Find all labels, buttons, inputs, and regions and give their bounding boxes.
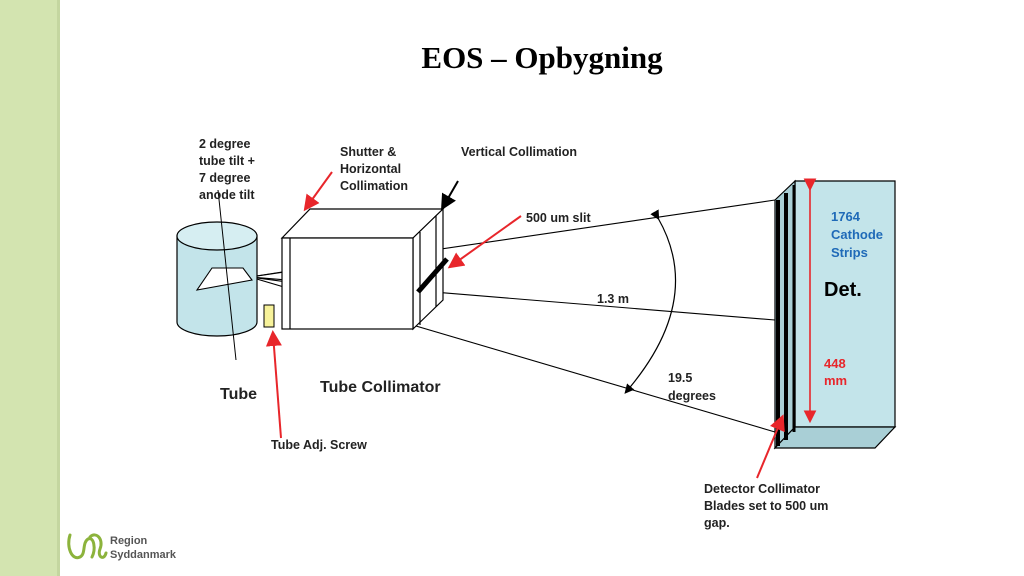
distance-label: 1.3 m — [597, 292, 629, 306]
region-syddanmark-logo: Region Syddanmark — [67, 533, 176, 561]
detector-collimator-arrow — [756, 414, 785, 479]
cathode-label: Strips — [831, 245, 868, 260]
detector — [773, 178, 897, 450]
x-ray-tube — [176, 189, 275, 361]
detector-collimator-label: Blades set to 500 um — [704, 499, 828, 513]
angle-label: 19.5 — [668, 371, 692, 385]
slide-title: EOS – Opbygning — [421, 40, 663, 75]
tube-tilt-label: tube tilt + — [199, 154, 255, 168]
tube-tilt-label: 7 degree — [199, 171, 250, 185]
tube-label: Tube — [220, 386, 257, 403]
tube-tilt-label: 2 degree — [199, 137, 250, 151]
tube-collimator-label: Tube Collimator — [320, 379, 441, 396]
slit-arrow — [447, 215, 522, 269]
tube-top — [176, 221, 258, 251]
shutter-label: Collimation — [340, 179, 408, 193]
anode — [195, 267, 253, 291]
logo-text: Syddanmark — [110, 549, 176, 561]
tube-adj-screw-label: Tube Adj. Screw — [271, 438, 367, 452]
angle-arc — [624, 209, 677, 394]
screw-arrow — [265, 330, 282, 439]
tube-tilt-label: anode tilt — [199, 188, 255, 202]
shutter-label: Horizontal — [340, 162, 401, 176]
slit-label: 500 um slit — [526, 211, 591, 225]
detector-collimator-label: Detector Collimator — [704, 482, 820, 496]
tube-adj-screw — [263, 304, 275, 328]
shutter-arrow — [303, 171, 333, 212]
logo-text: Region — [110, 535, 148, 547]
angle-label: degrees — [668, 389, 716, 403]
detector-label: Det. — [824, 279, 862, 301]
logo-mark-icon — [67, 533, 108, 560]
collimator-front-face — [281, 237, 414, 330]
height-label: mm — [824, 373, 847, 388]
vertical-collimation-label: Vertical Collimation — [461, 145, 577, 159]
shutter-label: Shutter & — [340, 145, 396, 159]
detector-collimator-label: gap. — [704, 516, 730, 530]
cathode-label: 1764 — [831, 209, 861, 224]
red-arrows — [265, 171, 785, 479]
cathode-label: Cathode — [831, 227, 883, 242]
tube-tilt-axis — [217, 189, 237, 361]
vertical-collimation-arrow — [441, 180, 459, 211]
tube-collimator-box — [280, 207, 445, 331]
side-accent-bar — [0, 0, 60, 576]
height-label: 448 — [824, 356, 846, 371]
slit-bar — [416, 257, 449, 294]
detector-bottom-face — [773, 426, 897, 449]
